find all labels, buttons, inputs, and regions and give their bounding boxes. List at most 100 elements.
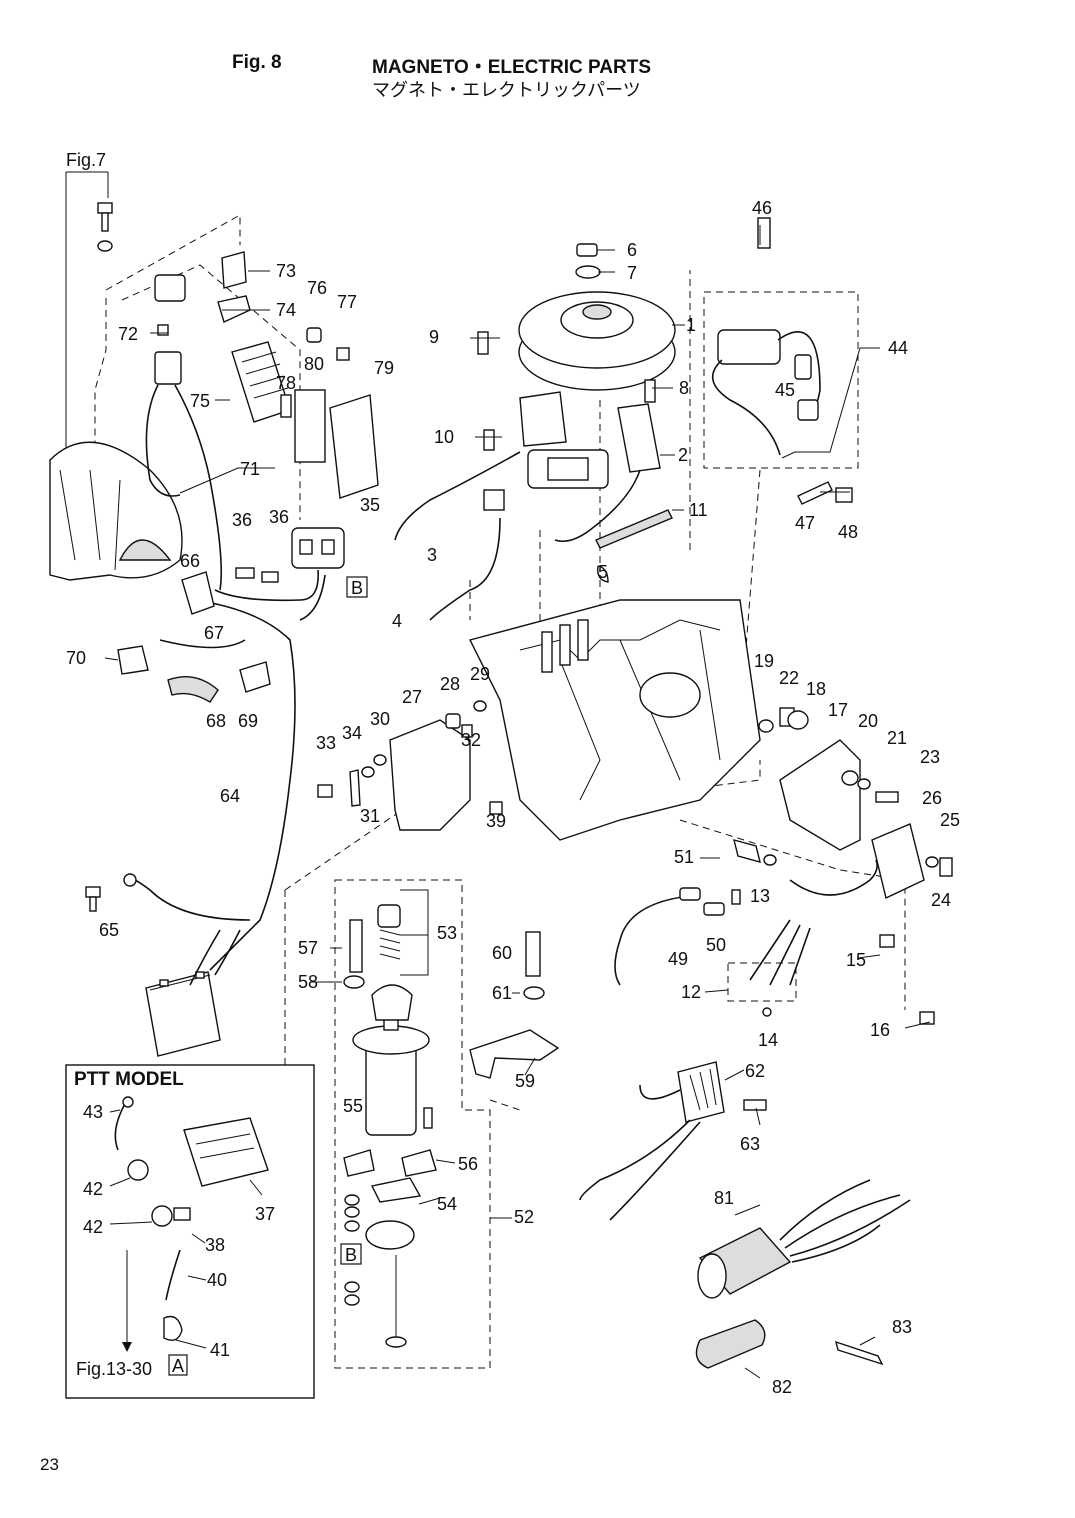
callout-number: 18 bbox=[806, 679, 826, 699]
harness-64 bbox=[194, 599, 296, 971]
fig7-bracket bbox=[65, 171, 109, 460]
wire-71a bbox=[145, 384, 181, 497]
callout-number: 24 bbox=[931, 890, 951, 910]
page-title: MAGNETO・ELECTRIC PARTS bbox=[372, 57, 652, 78]
fig13-30-reference: Fig.13-30 bbox=[76, 1359, 152, 1379]
callout-number: 19 bbox=[754, 651, 774, 671]
wire-35 bbox=[299, 574, 326, 621]
starter-relay-35 bbox=[291, 527, 345, 569]
bolt-65 bbox=[85, 886, 101, 912]
callout-number: 41 bbox=[210, 1340, 230, 1360]
callout-number: 9 bbox=[429, 327, 439, 347]
stopper-53 bbox=[377, 904, 401, 928]
washer-30 bbox=[373, 754, 387, 766]
key-5 bbox=[597, 565, 609, 583]
switch-51 bbox=[733, 839, 761, 863]
ptt-relay-37 bbox=[183, 1117, 269, 1187]
callout-number: 14 bbox=[758, 1030, 778, 1050]
callout-number: 39 bbox=[486, 811, 506, 831]
wire-67 bbox=[159, 639, 246, 649]
wire-40 bbox=[165, 1249, 181, 1301]
pad-80 bbox=[294, 389, 326, 463]
cap-69 bbox=[239, 661, 271, 693]
washer-stack-c bbox=[344, 1220, 360, 1232]
end-cap bbox=[365, 1220, 415, 1250]
callout-number: 4 bbox=[392, 611, 402, 631]
callout-number: 33 bbox=[316, 733, 336, 753]
bolt-57 bbox=[349, 919, 363, 973]
callout-number: 53 bbox=[437, 923, 457, 943]
callout-number: 34 bbox=[342, 723, 362, 743]
brush-56 bbox=[401, 1149, 437, 1177]
engine-block bbox=[468, 599, 761, 841]
callout-number: 16 bbox=[870, 1020, 890, 1040]
callout-number: 43 bbox=[83, 1102, 103, 1122]
through-bolt-head bbox=[385, 1336, 407, 1348]
connector-3 bbox=[483, 489, 505, 511]
starter-motor-group-outline bbox=[334, 879, 491, 1369]
callout-number: 30 bbox=[370, 709, 390, 729]
bolt-16 bbox=[919, 1011, 935, 1025]
callout-number: 83 bbox=[892, 1317, 912, 1337]
bolt-78 bbox=[280, 394, 292, 418]
callout-number: 52 bbox=[514, 1207, 534, 1227]
callout-number: 58 bbox=[298, 972, 318, 992]
tube-68 bbox=[167, 676, 219, 703]
washer-61 bbox=[523, 986, 545, 1000]
callout-number: 12 bbox=[681, 982, 701, 1002]
callout-number: 65 bbox=[99, 920, 119, 940]
plate-47 bbox=[797, 481, 833, 505]
callout-number: 60 bbox=[492, 943, 512, 963]
callout-number: 72 bbox=[118, 324, 138, 344]
callout-number: 67 bbox=[204, 623, 224, 643]
callout-number: 2 bbox=[678, 445, 688, 465]
dashed-guide-center bbox=[284, 807, 521, 1111]
ptt-model-box bbox=[65, 1064, 315, 1399]
bolt-10 bbox=[483, 429, 495, 451]
cap-41 bbox=[163, 1315, 183, 1341]
leader-lines-top bbox=[470, 225, 880, 511]
lead-34 bbox=[349, 769, 361, 807]
bolt-33 bbox=[317, 784, 333, 798]
tube-82 bbox=[695, 1319, 766, 1369]
callout-number: 36 bbox=[269, 507, 289, 527]
callout-number: 50 bbox=[706, 935, 726, 955]
callout-number: 51 bbox=[674, 847, 694, 867]
connector-49a bbox=[679, 887, 701, 901]
starter-motor-icon bbox=[352, 999, 430, 1136]
cap-70 bbox=[117, 645, 149, 675]
callout-number: 45 bbox=[775, 380, 795, 400]
callout-number: 15 bbox=[846, 950, 866, 970]
washer-26 bbox=[925, 856, 939, 868]
callout-number: 56 bbox=[458, 1154, 478, 1174]
callout-number: 76 bbox=[307, 278, 327, 298]
bolt-63 bbox=[743, 1099, 767, 1111]
callout-number: 1 bbox=[686, 315, 696, 335]
wire-36 bbox=[214, 569, 319, 602]
collar-32 bbox=[461, 724, 473, 738]
cap-42a bbox=[127, 1159, 149, 1181]
bolt-36b bbox=[261, 571, 279, 583]
ignition-coil-group-outline bbox=[703, 291, 859, 469]
cdi-unit-24 bbox=[871, 823, 925, 900]
dashed-guide-engine bbox=[469, 270, 761, 661]
leader-lines-starter bbox=[310, 889, 536, 1219]
callout-number: 66 bbox=[180, 551, 200, 571]
callout-number: 27 bbox=[402, 687, 422, 707]
box-a-frame bbox=[168, 1354, 188, 1376]
wire-49 bbox=[614, 894, 701, 986]
charge-coil bbox=[519, 391, 567, 447]
callout-number: 20 bbox=[858, 711, 878, 731]
callout-number: 31 bbox=[360, 806, 380, 826]
callout-number: 25 bbox=[940, 810, 960, 830]
callout-number: 70 bbox=[66, 648, 86, 668]
callout-number: 35 bbox=[360, 495, 380, 515]
dashed-guide-fig7 bbox=[105, 214, 241, 291]
washer-13 bbox=[763, 854, 777, 866]
callout-number: 62 bbox=[745, 1061, 765, 1081]
callout-number: 42 bbox=[83, 1179, 103, 1199]
wire-2 bbox=[554, 469, 641, 543]
grommet-18 bbox=[787, 710, 809, 730]
cover-partial bbox=[49, 441, 183, 581]
